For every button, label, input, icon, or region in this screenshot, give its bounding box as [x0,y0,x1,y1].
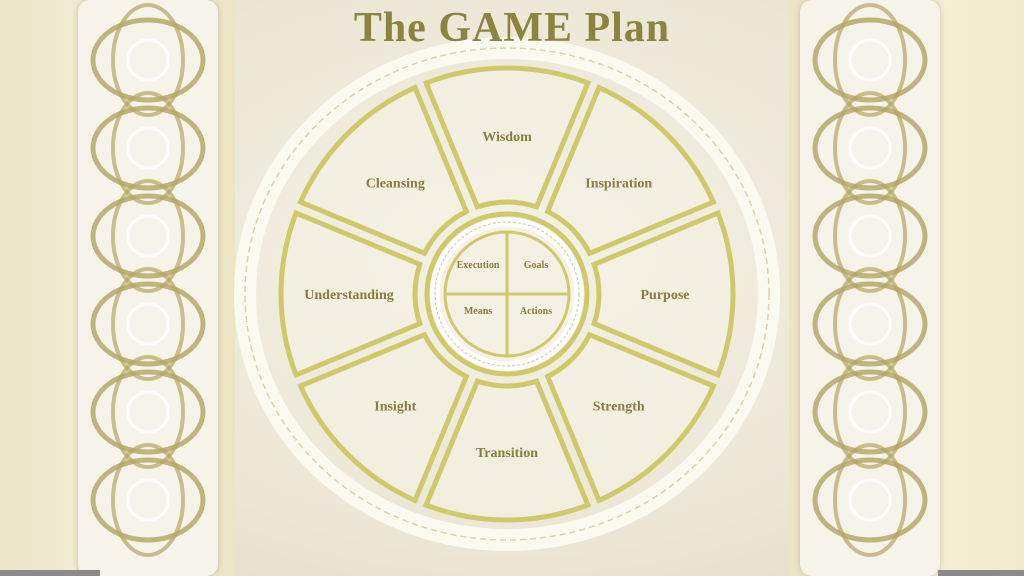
segment-label-purpose: Purpose [641,288,690,303]
knot-loop [812,281,928,367]
segment-label-inspiration: Inspiration [585,176,652,191]
segment-understanding [278,209,424,379]
bottom-bar-left [0,570,100,576]
quadrant-label-execution: Execution [457,260,500,271]
quadrant-label-actions: Actions [520,306,552,317]
knot-loop [90,369,206,455]
knot-loop [848,126,892,170]
segment-label-understanding: Understanding [304,288,393,303]
knot-loop [848,38,892,82]
inner-knot-ring-pattern [434,221,580,367]
knot-loop [126,302,170,346]
knot-loop [90,193,206,279]
page-title: The GAME Plan [353,5,671,51]
segment-label-strength: Strength [593,400,645,415]
segment-wisdom [422,65,592,211]
knot-loop [111,3,185,117]
knot-loop [126,126,170,170]
knot-loop [90,457,206,543]
knot-loop [90,281,206,367]
knot-loop [126,478,170,522]
segment-inspiration [544,84,717,257]
segment-purpose [590,209,736,379]
knot-loop [111,91,185,205]
knot-loop [833,443,907,557]
knot-loop [812,105,928,191]
segment-transition [422,377,592,523]
knot-loop [111,267,185,381]
knot-loop [833,267,907,381]
knot-loop [848,302,892,346]
segment-label-transition: Transition [476,446,538,461]
quadrant-label-means: Means [464,306,492,317]
knot-loop [833,355,907,469]
knot-loop [812,193,928,279]
knot-loop [90,17,206,103]
segment-label-wisdom: Wisdom [482,130,532,145]
knot-loop [111,179,185,293]
knot-loop [848,390,892,434]
knot-loop [848,214,892,258]
segment-cleansing [297,84,470,257]
knot-loop [833,91,907,205]
knot-loop [833,3,907,117]
knot-loop [126,214,170,258]
knot-loop [812,17,928,103]
knot-loop [111,443,185,557]
knot-loop [90,105,206,191]
quadrant-label-goals: Goals [524,260,549,271]
segment-label-cleansing: Cleansing [366,176,425,191]
knot-loop [126,390,170,434]
bottom-bar-right [938,570,1024,576]
knot-loop [126,38,170,82]
segment-insight [297,331,470,504]
knot-loop [812,369,928,455]
knot-loop [111,355,185,469]
knot-loop [848,478,892,522]
knot-loop [833,179,907,293]
segment-strength [544,331,717,504]
knot-loop [812,457,928,543]
segment-label-insight: Insight [374,400,416,415]
outer-knot-ring-pattern [244,47,770,541]
